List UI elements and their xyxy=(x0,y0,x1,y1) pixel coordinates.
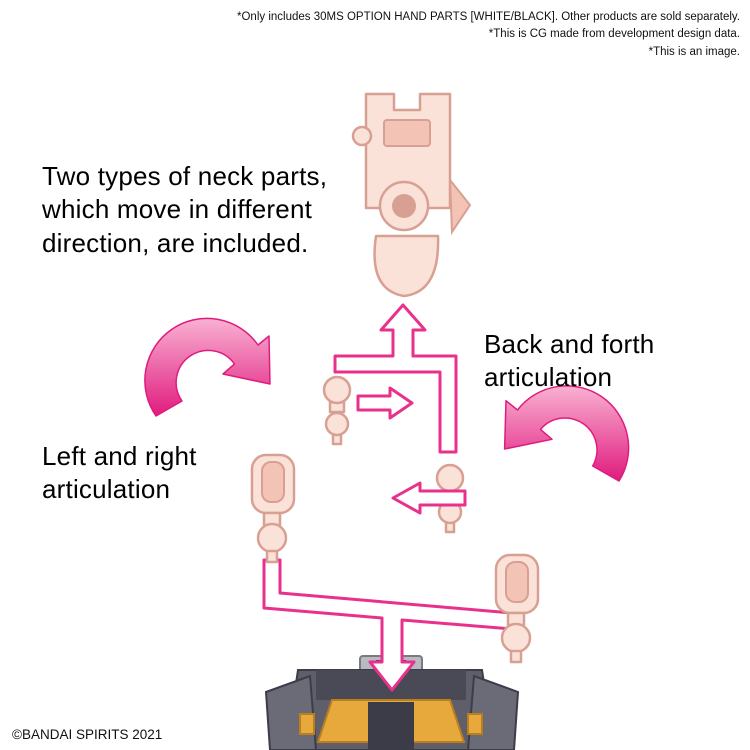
copyright-text: ©BANDAI SPIRITS 2021 xyxy=(12,727,163,742)
left-arrow-icon xyxy=(391,481,467,515)
disclaimer-note-1: *Only includes 30MS OPTION HAND PARTS [W… xyxy=(237,11,740,23)
left-right-callout-line-2: articulation xyxy=(42,474,171,505)
body-torso-illustration xyxy=(264,655,520,750)
back-forth-rotation-arrow-icon xyxy=(503,385,630,482)
neck-parts-callout-line-1: Two types of neck parts, xyxy=(42,161,328,191)
neck-parts-callout-line-2: which move in different xyxy=(42,194,313,225)
right-arrow-icon xyxy=(356,386,414,420)
neck-parts-callout: Two types of neck parts, which move in d… xyxy=(42,160,327,260)
neck-part-illustration xyxy=(351,92,472,298)
connector-down-arrow-icon xyxy=(262,558,514,692)
back-forth-callout-line-2: articulation xyxy=(484,362,613,393)
back-forth-callout-line-1: Back and forth xyxy=(484,329,655,359)
ball-joint-part-a xyxy=(322,375,352,446)
left-right-rotation-arrow-icon xyxy=(144,317,271,417)
neck-joint-part-left xyxy=(250,453,296,564)
disclaimer-note-2: *This is CG made from development design… xyxy=(488,28,740,41)
disclaimer-note-3: *This is an image. xyxy=(648,45,740,58)
disclaimer-notes: *Only includes 30MS OPTION HAND PARTS [W… xyxy=(237,9,740,61)
neck-joint-part-right xyxy=(494,553,540,664)
left-right-callout: Left and right articulation xyxy=(42,440,197,507)
neck-parts-callout-line-3: direction, are included. xyxy=(42,227,309,258)
back-forth-callout: Back and forth articulation xyxy=(484,328,654,395)
left-right-callout-line-1: Left and right xyxy=(42,441,197,471)
connector-up-arrow-icon xyxy=(333,303,458,454)
